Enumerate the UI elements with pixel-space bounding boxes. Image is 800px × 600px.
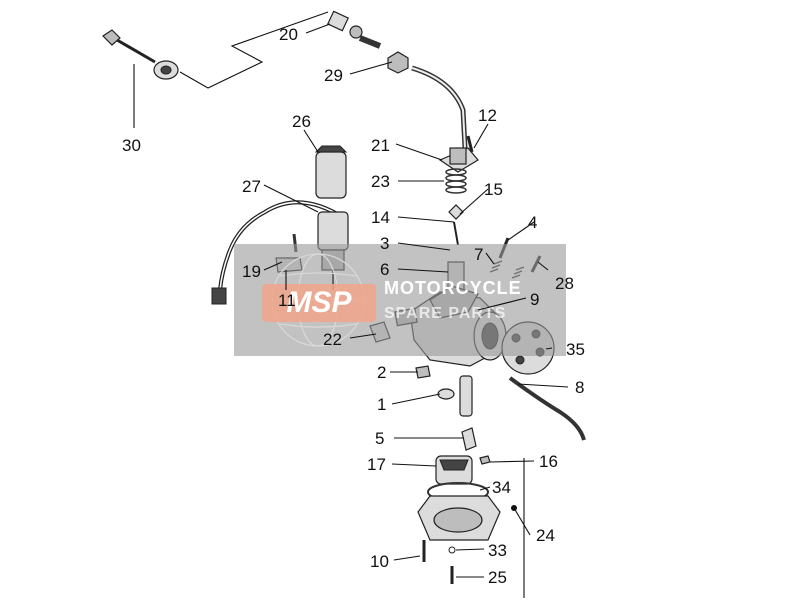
throttle-cable-part [102,10,468,149]
callout-27: 27 [242,177,261,196]
callout-5: 5 [375,429,384,448]
callout-22: 22 [323,330,342,349]
leader-lines [133,23,569,598]
callout-25: 25 [488,568,507,587]
watermark-line1: MOTORCYCLE [384,278,522,298]
callout-7: 7 [474,245,483,264]
callout-labels: 30 20 29 12 26 21 23 15 27 14 4 3 7 28 6… [122,25,585,587]
watermark-logo-text: MSP [286,286,352,319]
callout-11: 11 [278,291,296,310]
jets-part [415,365,477,451]
watermark-line2: SPARE PARTS [384,305,506,322]
callout-3: 3 [380,234,389,253]
callout-12: 12 [478,106,497,125]
callout-29: 29 [324,66,343,85]
callout-1: 1 [377,395,386,414]
watermark: MSP MOTORCYCLE SPARE PARTS [234,244,566,356]
callout-2: 2 [377,363,386,382]
callout-15: 15 [484,180,503,199]
callout-6: 6 [380,260,389,279]
callout-16: 16 [539,452,558,471]
callout-28: 28 [555,274,574,293]
callout-20: 20 [279,25,298,44]
callout-33: 33 [488,541,507,560]
callout-23: 23 [371,172,390,191]
callout-35: 35 [566,340,585,359]
callout-21: 21 [371,136,390,155]
callout-14: 14 [371,208,390,227]
callout-10: 10 [370,552,389,571]
callout-4: 4 [528,213,537,232]
watermark-logo-badge [262,284,376,322]
callout-17: 17 [367,455,386,474]
callout-30: 30 [122,136,141,155]
float-bowl-part [417,455,517,584]
callout-9: 9 [530,290,539,309]
fuel-hose-part [508,376,586,441]
carb-cap-spring-part [438,135,479,246]
callout-19: 19 [242,262,261,281]
callout-8: 8 [575,378,584,397]
callout-26: 26 [292,112,311,131]
callout-34: 34 [492,478,511,497]
callout-24: 24 [536,526,555,545]
